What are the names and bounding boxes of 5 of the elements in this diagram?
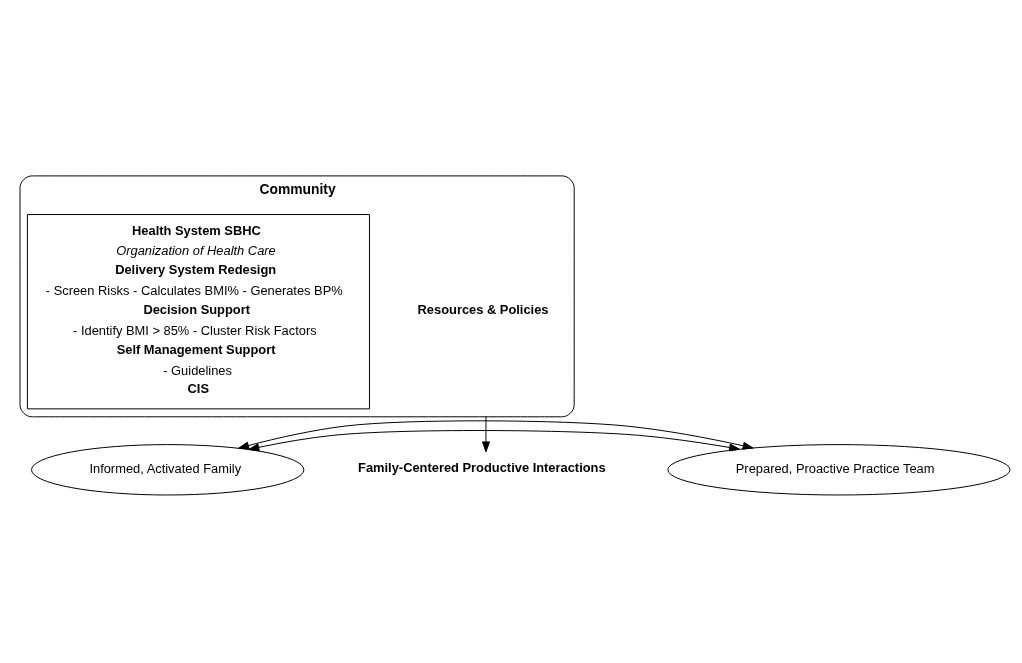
arrow: [238, 420, 754, 450]
arrow: [482, 416, 490, 453]
node-text: Family-Centered Productive Interactions: [358, 460, 606, 476]
arrow: [248, 430, 740, 452]
node-box: Health System SBHC Organization of Health Care Delivery System Redesign - Screen Risks - Calculates BMI% - Generates BP% Decision Support - Identify BMI > 85% - Cluster Risk Factors Self Management Support - Guidelines CIS: [26, 214, 370, 410]
